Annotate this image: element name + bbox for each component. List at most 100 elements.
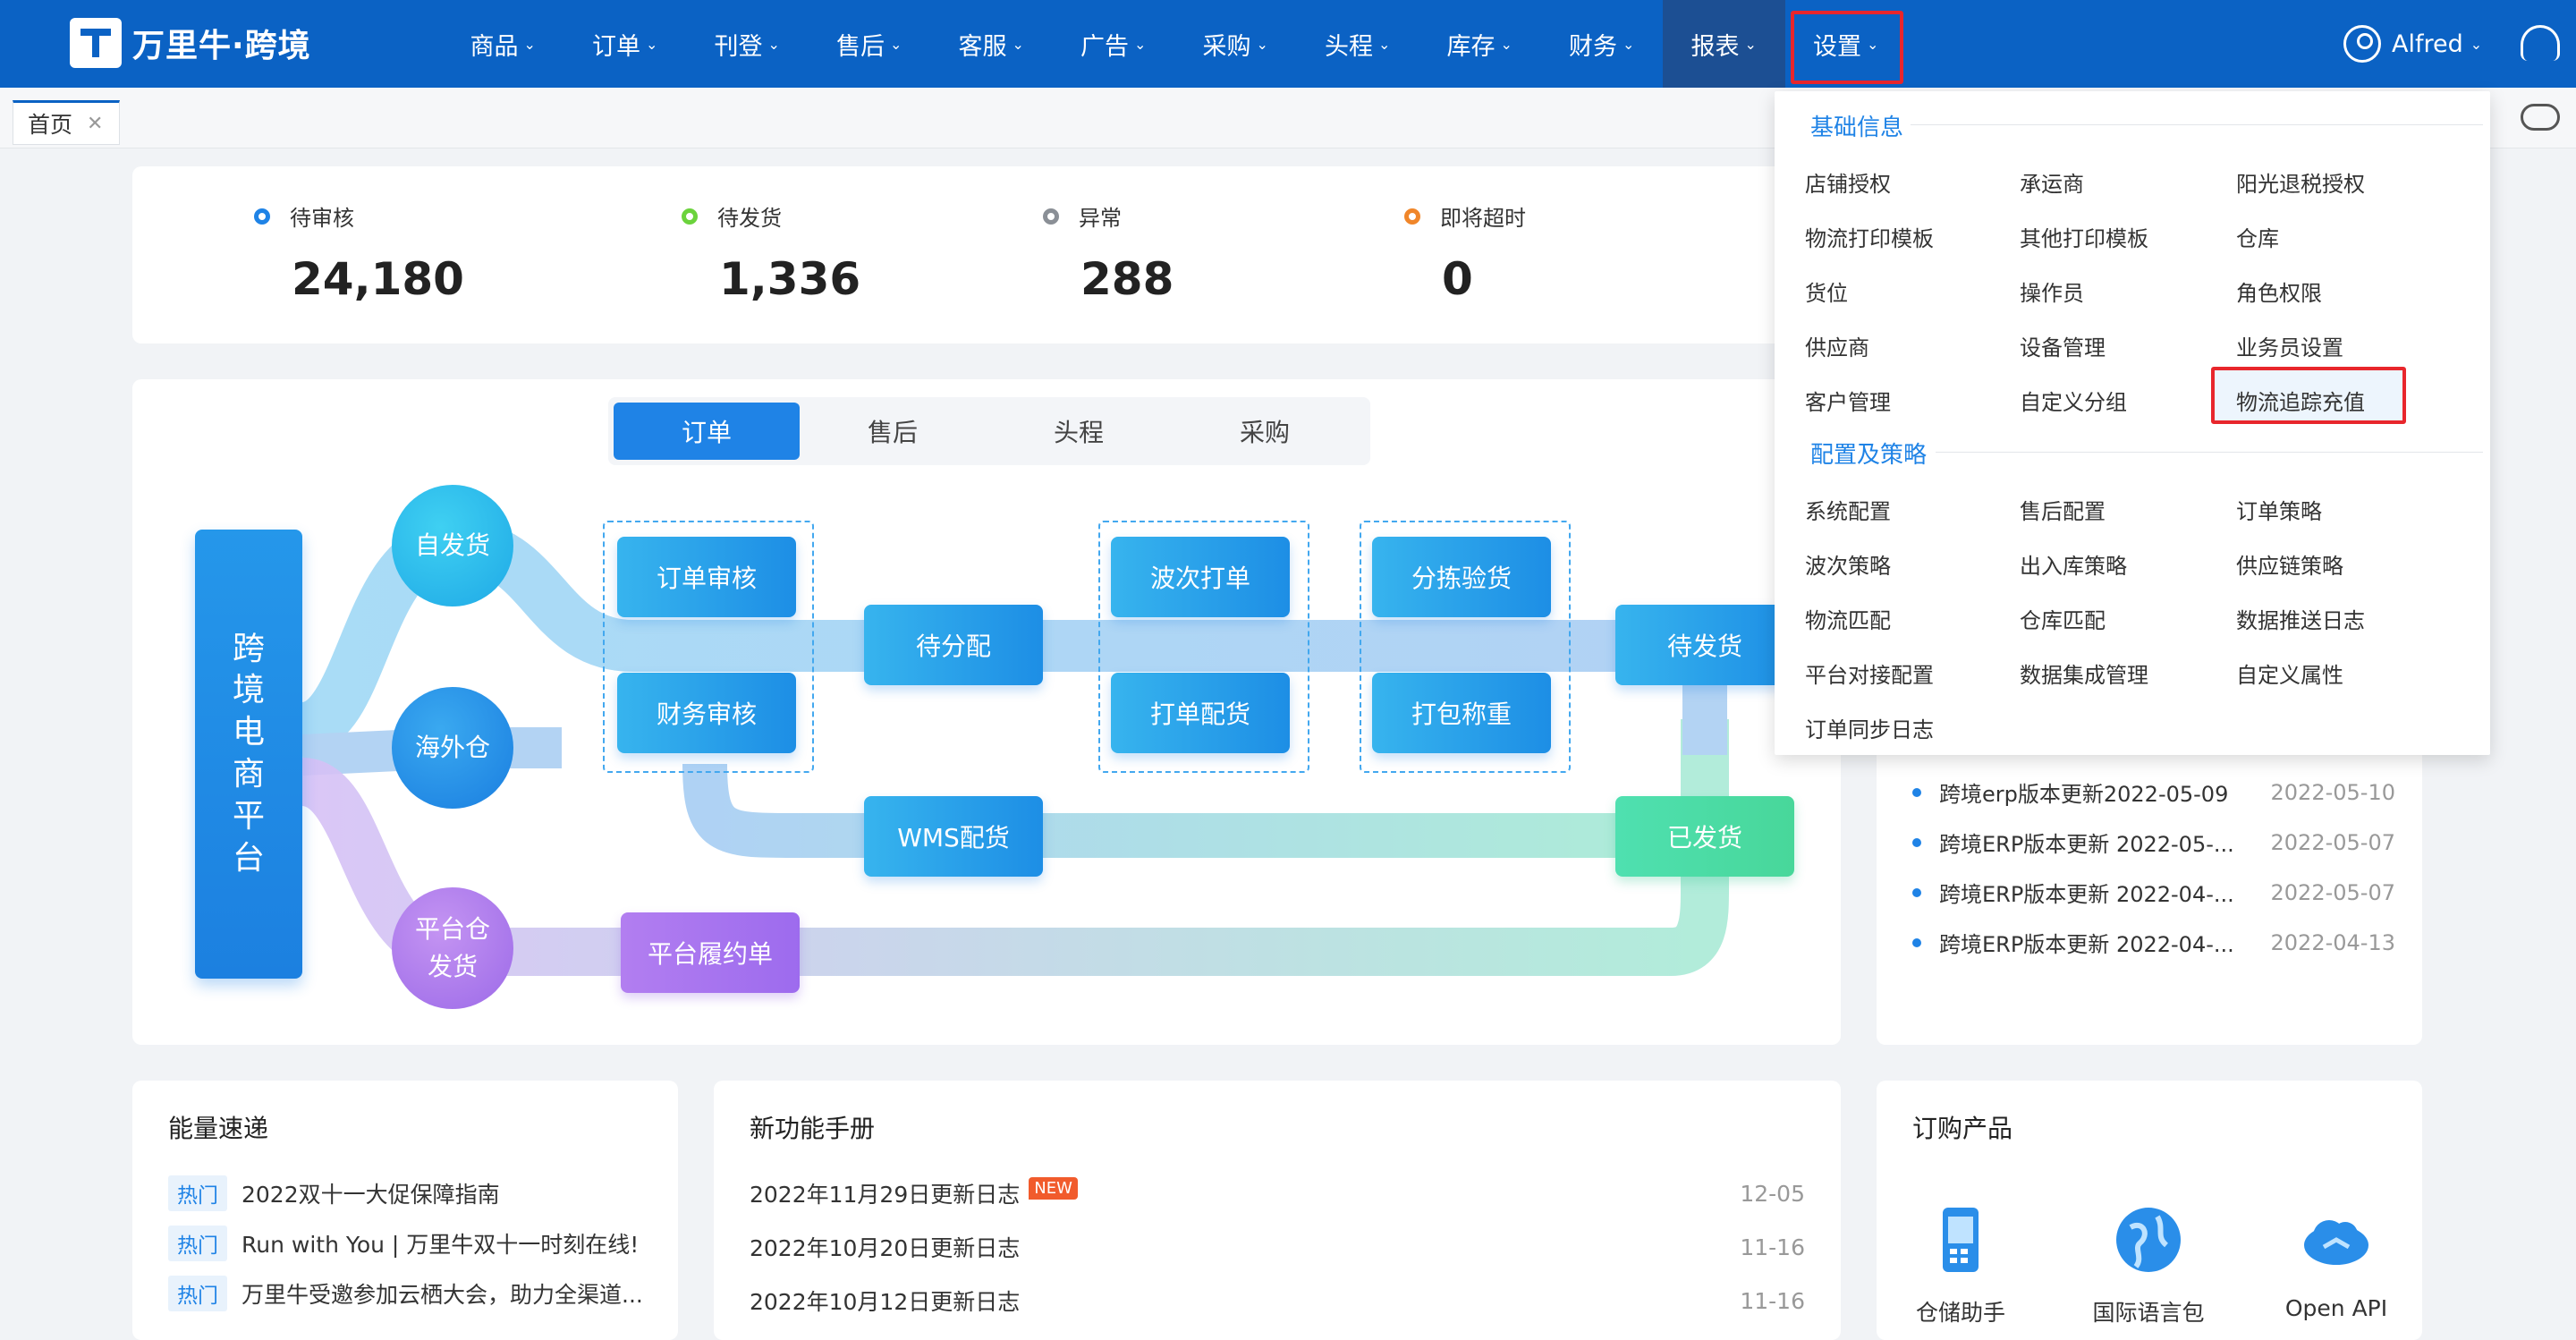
tab-orders[interactable]: 订单 bbox=[614, 403, 800, 460]
menu-logistics-print-template[interactable]: 物流打印模板 bbox=[1805, 226, 1934, 251]
menu-data-integration[interactable]: 数据集成管理 bbox=[2020, 663, 2148, 688]
menu-system-config[interactable]: 系统配置 bbox=[1805, 499, 1891, 524]
menu-logistics-tracking-topup[interactable]: 物流追踪充值 bbox=[2236, 390, 2365, 415]
dashed-group-review bbox=[603, 521, 814, 773]
nav-item-firstleg[interactable]: 头程⌄ bbox=[1325, 32, 1391, 61]
nav-item-finance[interactable]: 财务⌄ bbox=[1569, 32, 1635, 61]
user-menu[interactable]: Alfred ⌄ bbox=[2343, 21, 2482, 66]
nav-item-orders[interactable]: 订单⌄ bbox=[592, 32, 658, 61]
menu-order-sync-log[interactable]: 订单同步日志 bbox=[1805, 717, 1934, 742]
nav-item-reports[interactable]: 报表⌄ bbox=[1663, 0, 1785, 88]
step-platform-fulfillment[interactable]: 平台履约单 bbox=[621, 912, 800, 993]
step-shipped[interactable]: 已发货 bbox=[1615, 796, 1794, 877]
brand-name: 万里牛·跨境 bbox=[132, 28, 311, 64]
step-order-review[interactable]: 订单审核 bbox=[617, 537, 796, 617]
stat-pending-review[interactable]: 待审核 24,180 bbox=[254, 200, 464, 305]
menu-inout-strategy[interactable]: 出入库策略 bbox=[2020, 554, 2127, 579]
step-pack-weigh[interactable]: 打包称重 bbox=[1372, 673, 1551, 753]
news-item[interactable]: 跨境ERP版本更新 2022-04-...2022-05-07 bbox=[1912, 877, 2395, 908]
bullet-icon bbox=[1912, 887, 1921, 897]
menu-device-management[interactable]: 设备管理 bbox=[2020, 335, 2106, 360]
nav-item-service[interactable]: 客服⌄ bbox=[958, 32, 1024, 61]
bullet-icon bbox=[1912, 837, 1921, 847]
menu-platform-integration[interactable]: 平台对接配置 bbox=[1805, 663, 1934, 688]
circle-self-ship[interactable]: 自发货 bbox=[392, 485, 513, 606]
step-sort-check[interactable]: 分拣验货 bbox=[1372, 537, 1551, 617]
brand-logo[interactable]: 万里牛·跨境 bbox=[70, 18, 311, 68]
circle-platform-warehouse[interactable]: 平台仓 发货 bbox=[392, 887, 513, 1009]
nav-item-goods[interactable]: 商品⌄ bbox=[470, 32, 536, 61]
stat-timeout[interactable]: 即将超时 0 bbox=[1404, 200, 1526, 305]
tab-purchase[interactable]: 采购 bbox=[1239, 418, 1290, 447]
close-icon[interactable]: ✕ bbox=[87, 112, 104, 135]
menu-location[interactable]: 货位 bbox=[1805, 281, 1848, 306]
status-dot-icon bbox=[682, 208, 698, 225]
nav-item-purchase[interactable]: 采购⌄ bbox=[1202, 32, 1268, 61]
menu-supplier[interactable]: 供应商 bbox=[1805, 335, 1869, 360]
tab-aftersale[interactable]: 售后 bbox=[867, 418, 918, 447]
headset-icon[interactable] bbox=[2521, 25, 2560, 61]
product-language-pack[interactable]: 国际语言包 bbox=[2086, 1204, 2211, 1327]
step-pending-allocation[interactable]: 待分配 bbox=[864, 605, 1043, 685]
chevron-down-icon: ⌄ bbox=[1012, 35, 1024, 53]
circle-overseas-warehouse[interactable]: 海外仓 bbox=[392, 687, 513, 809]
stat-exception[interactable]: 异常 288 bbox=[1043, 200, 1174, 305]
menu-custom-attributes[interactable]: 自定义属性 bbox=[2236, 663, 2343, 688]
status-dot-icon bbox=[1043, 208, 1059, 225]
nav-item-inventory[interactable]: 库存⌄ bbox=[1446, 32, 1513, 61]
step-wave-print[interactable]: 波次打单 bbox=[1111, 537, 1290, 617]
chevron-down-icon: ⌄ bbox=[1623, 35, 1635, 53]
menu-customer-management[interactable]: 客户管理 bbox=[1805, 390, 1891, 415]
menu-logistics-match[interactable]: 物流匹配 bbox=[1805, 608, 1891, 633]
step-pending-ship[interactable]: 待发货 bbox=[1615, 605, 1794, 685]
news-item[interactable]: 跨境ERP版本更新 2022-04-...2022-04-13 bbox=[1912, 927, 2395, 958]
menu-order-strategy[interactable]: 订单策略 bbox=[2236, 499, 2322, 524]
menu-store-auth[interactable]: 店铺授权 bbox=[1805, 172, 1891, 197]
flow-card: 订单 售后 头程 采购 跨 境 电 商 平 台 自发货 海外仓 平台仓 发货 订… bbox=[132, 379, 1841, 1045]
product-open-api[interactable]: Open API bbox=[2274, 1204, 2399, 1321]
menu-aftersale-config[interactable]: 售后配置 bbox=[2020, 499, 2106, 524]
menu-carrier[interactable]: 承运商 bbox=[2020, 172, 2084, 197]
cloud-upload-icon[interactable] bbox=[2521, 104, 2560, 131]
nav-item-ads[interactable]: 广告⌄ bbox=[1080, 32, 1147, 61]
menu-supply-chain-strategy[interactable]: 供应链策略 bbox=[2236, 554, 2343, 579]
settings-dropdown: 基础信息 店铺授权 承运商 阳光退税授权 物流打印模板 其他打印模板 仓库 货位… bbox=[1775, 91, 2490, 755]
menu-tax-refund-auth[interactable]: 阳光退税授权 bbox=[2236, 172, 2365, 197]
menu-custom-group[interactable]: 自定义分组 bbox=[2020, 390, 2127, 415]
section-divider bbox=[1936, 452, 2483, 453]
menu-role-permission[interactable]: 角色权限 bbox=[2236, 281, 2322, 306]
menu-wave-strategy[interactable]: 波次策略 bbox=[1805, 554, 1891, 579]
nav-item-aftersale[interactable]: 售后⌄ bbox=[836, 32, 902, 61]
chevron-down-icon: ⌄ bbox=[1867, 35, 1879, 53]
section-divider bbox=[1911, 124, 2483, 125]
menu-operator[interactable]: 操作员 bbox=[2020, 281, 2084, 306]
step-finance-review[interactable]: 财务审核 bbox=[617, 673, 796, 753]
chevron-down-icon: ⌄ bbox=[1134, 35, 1147, 53]
chevron-down-icon: ⌄ bbox=[1256, 35, 1268, 53]
tab-firstleg[interactable]: 头程 bbox=[1053, 418, 1104, 447]
step-print-allocate[interactable]: 打单配货 bbox=[1111, 673, 1290, 753]
news-item[interactable]: 跨境ERP版本更新 2022-05-...2022-05-07 bbox=[1912, 827, 2395, 858]
tab-home[interactable]: 首页 ✕ bbox=[13, 100, 120, 145]
stat-pending-ship[interactable]: 待发货 1,336 bbox=[682, 200, 860, 305]
nav-item-settings[interactable]: 设置⌄ bbox=[1785, 0, 1908, 88]
energy-item[interactable]: 热门万里牛受邀参加云栖大会，助力全渠道... bbox=[168, 1276, 669, 1311]
menu-warehouse[interactable]: 仓库 bbox=[2236, 226, 2279, 251]
new-badge: NEW bbox=[1029, 1176, 1078, 1200]
nav-item-listing[interactable]: 刊登⌄ bbox=[714, 32, 780, 61]
menu-salesperson-settings[interactable]: 业务员设置 bbox=[2236, 335, 2343, 360]
step-wms-allocation[interactable]: WMS配货 bbox=[864, 796, 1043, 877]
menu-other-print-template[interactable]: 其他打印模板 bbox=[2020, 226, 2148, 251]
products-title: 订购产品 bbox=[1912, 1114, 2013, 1143]
menu-warehouse-match[interactable]: 仓库匹配 bbox=[2020, 608, 2106, 633]
product-storage-assistant[interactable]: 仓储助手 bbox=[1898, 1204, 2023, 1327]
menu-data-push-log[interactable]: 数据推送日志 bbox=[2236, 608, 2365, 633]
chevron-down-icon: ⌄ bbox=[890, 35, 902, 53]
